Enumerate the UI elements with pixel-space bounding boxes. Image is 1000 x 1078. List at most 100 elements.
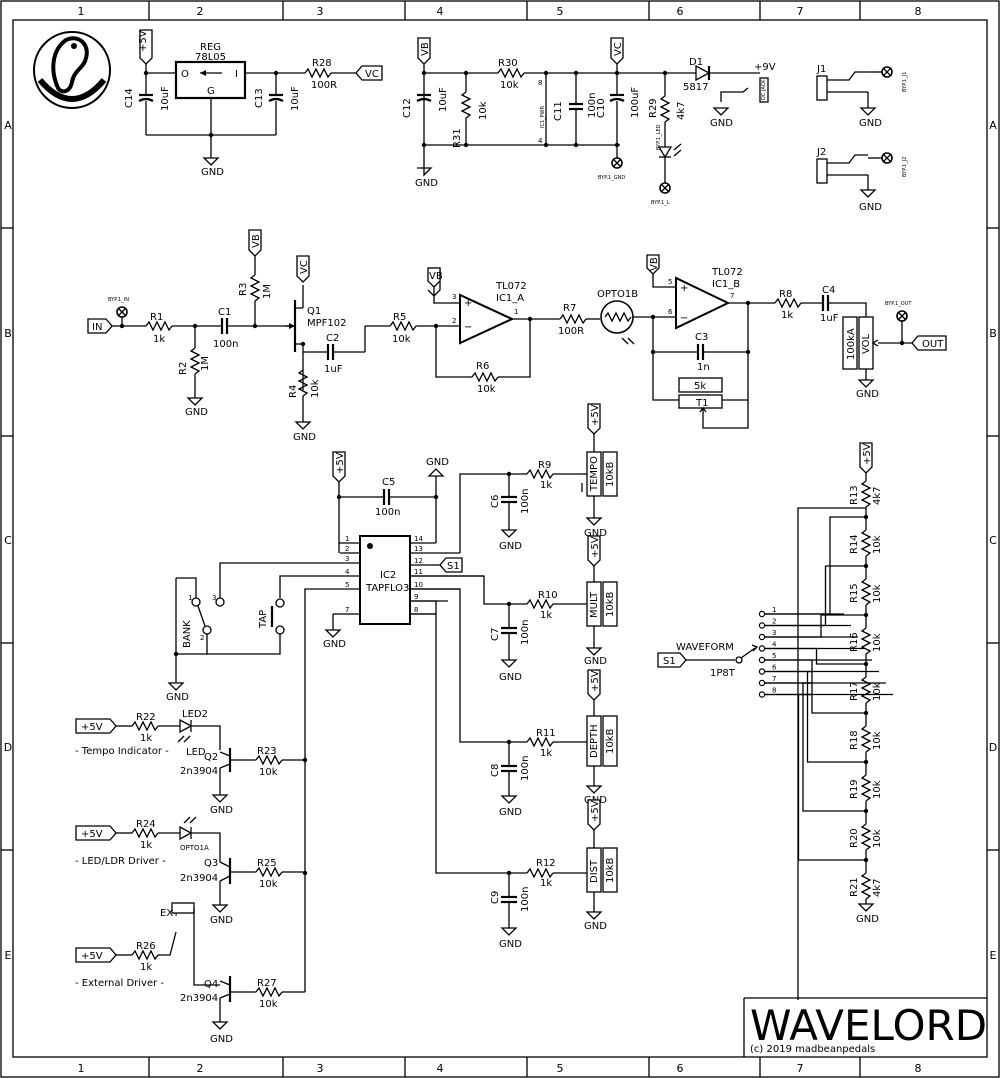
- svg-text:C6: C6: [490, 495, 501, 508]
- svg-text:10k: 10k: [259, 999, 278, 1010]
- svg-text:C13: C13: [254, 88, 265, 108]
- svg-text:GND: GND: [584, 656, 607, 667]
- svg-text:TEMPO: TEMPO: [589, 456, 600, 492]
- row-label: A: [4, 119, 12, 132]
- madbeanpedals-logo: [33, 31, 111, 109]
- svg-text:TL072: TL072: [711, 267, 743, 278]
- svg-text:8: 8: [538, 79, 542, 87]
- ladder-resistor-value: 10k: [872, 780, 883, 799]
- svg-text:BYP.1_J2: BYP.1_J2: [902, 157, 908, 177]
- col-label: 3: [317, 1062, 324, 1075]
- svg-text:10uF: 10uF: [160, 86, 171, 111]
- svg-text:G: G: [207, 86, 215, 97]
- svg-text:10k: 10k: [500, 80, 519, 91]
- svg-text:8: 8: [414, 606, 418, 614]
- row-label: E: [5, 949, 12, 962]
- svg-text:−: −: [680, 313, 688, 324]
- svg-text:10uF: 10uF: [290, 86, 301, 111]
- ladder-resistor-ref: R21: [849, 877, 860, 897]
- svg-text:R6: R6: [476, 361, 489, 372]
- svg-text:R24: R24: [136, 819, 156, 830]
- ladder-resistor: [860, 480, 872, 508]
- ladder-resistor-value: 10k: [872, 584, 883, 603]
- svg-text:3: 3: [212, 594, 216, 602]
- svg-text:- LED/LDR Driver -: - LED/LDR Driver -: [75, 856, 166, 867]
- col-label: 3: [317, 5, 324, 18]
- svg-text:DC JACK: DC JACK: [761, 79, 767, 100]
- svg-text:C5: C5: [382, 477, 395, 488]
- svg-text:−: −: [464, 322, 472, 333]
- svg-text:GND: GND: [210, 805, 233, 816]
- svg-text:1uF: 1uF: [324, 364, 343, 375]
- svg-text:5817: 5817: [683, 82, 708, 93]
- bypass-pad: [896, 310, 908, 322]
- svg-text:R7: R7: [563, 303, 576, 314]
- svg-text:Q1: Q1: [307, 306, 321, 317]
- col-label: 6: [677, 5, 684, 18]
- svg-text:LED2: LED2: [182, 709, 208, 720]
- ladder-resistor: [860, 627, 872, 655]
- svg-text:GND: GND: [856, 389, 879, 400]
- svg-text:EXT: EXT: [160, 908, 180, 919]
- ladder-resistor-ref: R17: [849, 681, 860, 701]
- svg-text:1: 1: [345, 535, 349, 543]
- svg-text:- External Driver -: - External Driver -: [75, 978, 164, 989]
- svg-text:10uF: 10uF: [438, 87, 449, 112]
- svg-text:GND: GND: [293, 432, 316, 443]
- svg-text:5: 5: [345, 581, 349, 589]
- svg-text:10kB: 10kB: [605, 857, 616, 883]
- svg-text:6: 6: [668, 308, 673, 316]
- svg-text:2: 2: [452, 317, 456, 325]
- svg-text:100n: 100n: [213, 339, 238, 350]
- col-label: 8: [915, 1062, 922, 1075]
- svg-text:1: 1: [514, 308, 518, 316]
- svg-text:1: 1: [188, 594, 192, 602]
- svg-text:C11: C11: [553, 101, 564, 121]
- svg-text:+5V: +5V: [81, 722, 103, 733]
- col-label: 5: [557, 1062, 564, 1075]
- svg-text:C1: C1: [218, 307, 231, 318]
- svg-text:IC1_B: IC1_B: [712, 279, 740, 290]
- svg-text:OUT: OUT: [922, 339, 944, 350]
- ladder-resistor: [860, 725, 872, 753]
- svg-text:+5V: +5V: [590, 670, 601, 692]
- svg-text:GND: GND: [210, 915, 233, 926]
- svg-text:R12: R12: [536, 858, 556, 869]
- svg-text:100n: 100n: [520, 620, 531, 645]
- row-label: E: [990, 949, 997, 962]
- svg-text:TAP: TAP: [258, 610, 269, 629]
- svg-text:R4: R4: [288, 385, 299, 398]
- ladder-resistor: [860, 578, 872, 606]
- svg-text:3: 3: [345, 555, 349, 563]
- svg-text:IC1_PWR: IC1_PWR: [540, 105, 546, 128]
- row-label: D: [989, 741, 997, 754]
- svg-text:WAVEFORM: WAVEFORM: [676, 642, 734, 653]
- svg-text:1k: 1k: [540, 480, 552, 491]
- svg-text:MPF102: MPF102: [307, 318, 347, 329]
- svg-text:GND: GND: [499, 541, 522, 552]
- svg-text:GND: GND: [323, 639, 346, 650]
- svg-text:R8: R8: [779, 289, 792, 300]
- switch-contact: [758, 633, 766, 641]
- switch-position-label: 4: [772, 641, 777, 649]
- svg-text:10kB: 10kB: [605, 728, 616, 754]
- svg-text:GND: GND: [166, 692, 189, 703]
- col-label: 7: [797, 5, 804, 18]
- ladder-resistor-value: 10k: [872, 829, 883, 848]
- svg-text:R10: R10: [538, 590, 558, 601]
- svg-text:REG: REG: [200, 42, 221, 53]
- svg-text:+5V: +5V: [590, 800, 601, 822]
- ladder-resistor: [860, 823, 872, 851]
- audio-path: IN BYP.1_IN R1 1k GND R2 1M C1 100n VB R…: [87, 229, 947, 443]
- svg-text:100n: 100n: [520, 756, 531, 781]
- switch-contact: [758, 645, 766, 652]
- svg-text:D1: D1: [689, 57, 703, 68]
- svg-text:100R: 100R: [558, 326, 584, 337]
- svg-text:IC1_A: IC1_A: [496, 293, 524, 304]
- svg-text:100n: 100n: [520, 489, 531, 514]
- svg-text:O: O: [181, 69, 189, 80]
- svg-text:GND: GND: [584, 528, 607, 539]
- svg-text:R29: R29: [648, 98, 659, 118]
- svg-text:7: 7: [730, 292, 734, 300]
